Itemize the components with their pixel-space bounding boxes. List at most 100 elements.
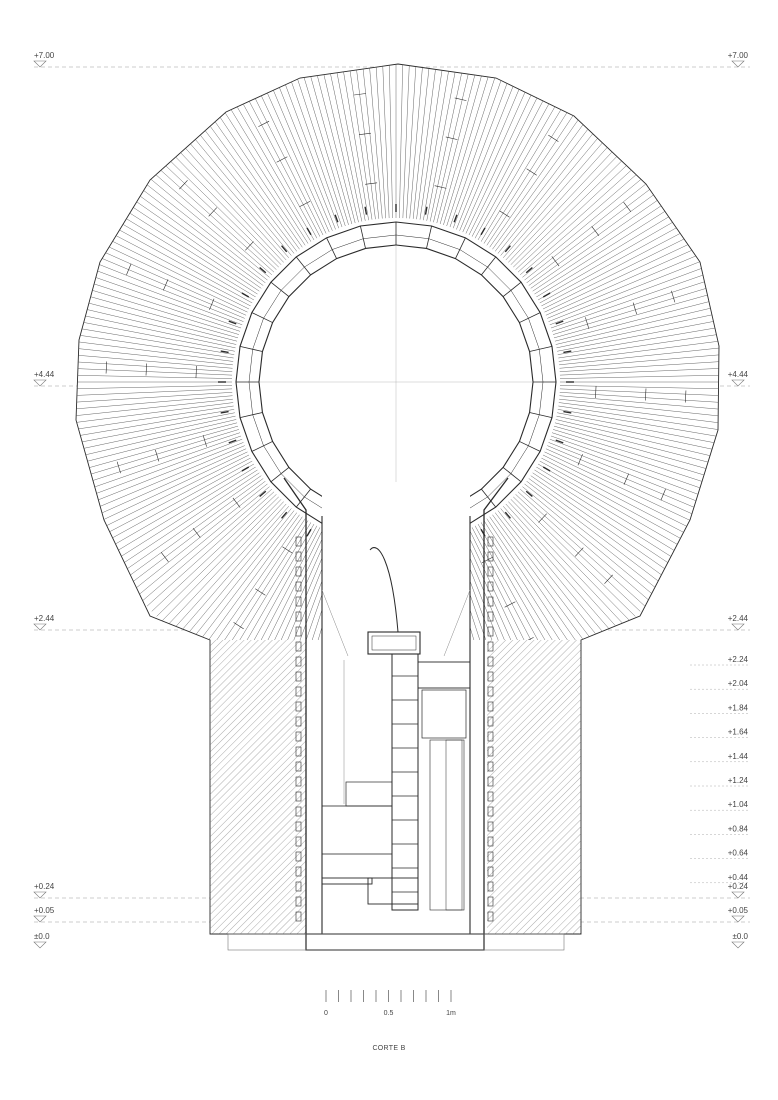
thatch-stroke bbox=[558, 339, 719, 362]
thatch-stroke bbox=[559, 367, 719, 376]
thatch-stroke bbox=[502, 128, 616, 258]
thatch-stroke bbox=[520, 488, 650, 602]
thatch-stroke bbox=[536, 208, 683, 298]
ring-block bbox=[259, 490, 267, 497]
keyhole-structure bbox=[218, 204, 574, 951]
ring-block bbox=[542, 466, 551, 472]
thatch-stroke bbox=[161, 142, 282, 265]
wall-stud-left bbox=[295, 641, 302, 652]
ring-joint bbox=[455, 237, 466, 259]
wall-stud-right bbox=[487, 671, 494, 682]
wall-stud-right bbox=[487, 896, 494, 907]
thatch-tie bbox=[192, 527, 201, 538]
thatch-stroke bbox=[508, 501, 626, 627]
wall-stud-right bbox=[487, 911, 494, 922]
thatch-stroke bbox=[109, 466, 256, 556]
thatch-stroke bbox=[439, 64, 487, 225]
thatch-stroke bbox=[176, 128, 290, 258]
bench-seat bbox=[367, 877, 419, 905]
thatch-stroke bbox=[505, 132, 621, 261]
thatch-stroke bbox=[210, 518, 306, 640]
thatch-stroke bbox=[483, 99, 576, 244]
thatch-stroke bbox=[480, 522, 570, 640]
ring-block bbox=[555, 439, 564, 444]
wall-stud-right bbox=[487, 686, 494, 697]
ring-block bbox=[241, 292, 250, 298]
thatch-stroke bbox=[517, 491, 646, 607]
level-label-right: +0.24 bbox=[728, 882, 749, 891]
thatch-stroke bbox=[541, 226, 693, 307]
thatch-tie bbox=[282, 546, 293, 554]
thatch-stroke bbox=[76, 429, 240, 480]
thatch-tie bbox=[365, 182, 378, 185]
thatch-stroke bbox=[465, 78, 539, 234]
thatch-stroke bbox=[549, 438, 711, 499]
thatch-stroke bbox=[124, 478, 264, 580]
scale-label: 0.5 bbox=[384, 1010, 394, 1017]
thatch-stroke bbox=[228, 523, 315, 640]
thatch-stroke bbox=[497, 510, 605, 640]
thatch-stroke bbox=[87, 445, 245, 513]
thatch-stroke bbox=[489, 106, 588, 248]
thatch-stroke bbox=[99, 457, 251, 538]
thatch-tie bbox=[163, 279, 169, 291]
level-triangle bbox=[731, 60, 745, 68]
thatch-stroke bbox=[292, 64, 346, 227]
thatch-stroke bbox=[76, 395, 233, 411]
level-label-left: ±0.0 bbox=[34, 932, 50, 941]
thatch-stroke bbox=[95, 454, 250, 532]
thatch-stroke bbox=[76, 409, 235, 439]
thatch-stroke bbox=[204, 106, 303, 248]
ring-joint bbox=[529, 346, 553, 352]
thatch-stroke bbox=[137, 486, 270, 596]
thatch-stroke bbox=[515, 152, 641, 270]
wall-stud-left bbox=[295, 836, 302, 847]
thatch-stroke bbox=[559, 346, 719, 366]
wall-stud-right bbox=[487, 536, 494, 547]
wall-stud-left bbox=[295, 821, 302, 832]
ring-joint bbox=[239, 412, 263, 418]
wall-stud-left bbox=[295, 581, 302, 592]
thatch-stroke bbox=[246, 528, 324, 640]
step-level-label: +0.64 bbox=[728, 849, 749, 858]
thatch-tie bbox=[574, 547, 584, 557]
thatch-stroke bbox=[528, 184, 668, 286]
thatch-stroke bbox=[423, 64, 453, 221]
keyhole-slot bbox=[322, 482, 470, 932]
thatch-tie bbox=[105, 361, 107, 374]
thatch-stroke bbox=[182, 123, 292, 256]
thatch-stroke bbox=[500, 508, 610, 640]
bench-seat bbox=[321, 877, 373, 885]
thatch-stroke bbox=[486, 518, 582, 640]
thatch-stroke bbox=[456, 70, 520, 230]
thatch-stroke bbox=[537, 463, 687, 550]
thatch-stroke bbox=[272, 70, 336, 230]
step-level-label: +0.44 bbox=[728, 873, 749, 882]
thatch-stroke bbox=[198, 110, 300, 250]
thatch-tie bbox=[126, 263, 132, 275]
thatch-stroke bbox=[146, 491, 275, 607]
thatch-stroke bbox=[388, 64, 393, 219]
thatch-stroke bbox=[77, 278, 241, 332]
thatch-stroke bbox=[541, 457, 693, 538]
thatch-stroke bbox=[532, 196, 676, 292]
ring-block bbox=[281, 245, 288, 253]
thatch-stroke bbox=[76, 374, 233, 379]
thatch-stroke bbox=[555, 305, 719, 345]
thatch-stroke bbox=[508, 137, 626, 263]
thatch-stroke bbox=[76, 284, 240, 335]
thatch-stroke bbox=[204, 516, 303, 640]
wall-stud-right bbox=[487, 776, 494, 787]
wall-stud-left bbox=[295, 671, 302, 682]
level-triangle bbox=[731, 891, 745, 899]
level-triangle bbox=[33, 891, 47, 899]
ring-block bbox=[306, 227, 312, 236]
thatch-stroke bbox=[552, 429, 717, 480]
thatch-stroke bbox=[468, 81, 546, 236]
wall-stud-right bbox=[487, 851, 494, 862]
thatch-stroke bbox=[539, 460, 690, 544]
thatch-stroke bbox=[76, 312, 236, 349]
ring-block bbox=[364, 206, 368, 215]
wall-stud-left bbox=[295, 866, 302, 877]
thatch-stroke bbox=[210, 102, 306, 246]
